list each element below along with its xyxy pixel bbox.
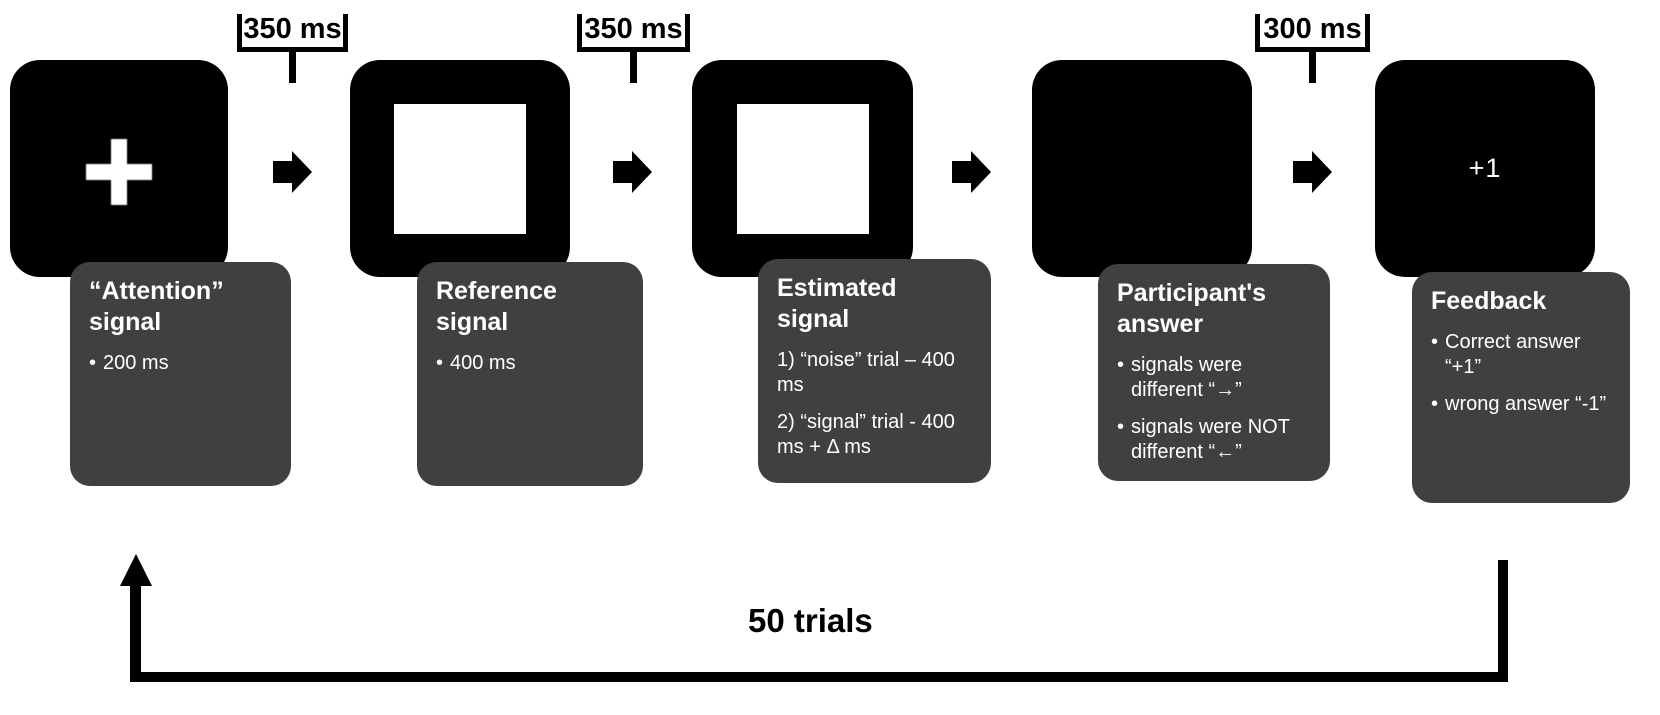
callout-item: • 200 ms xyxy=(89,351,277,376)
bracket-stem xyxy=(630,52,637,83)
next-arrow-icon xyxy=(1293,151,1332,193)
callout-item-text: signals were different “→” xyxy=(1131,354,1243,401)
screen-attention-signal xyxy=(10,60,228,277)
bracket-stem xyxy=(1309,52,1316,83)
callout-item-text: 400 ms xyxy=(450,352,516,374)
white-square-stimulus xyxy=(394,103,526,234)
duration-bracket-3: 300 ms xyxy=(1255,12,1370,83)
repeat-loop-right-segment xyxy=(1498,560,1508,678)
next-arrow-icon xyxy=(613,151,652,193)
callout-item: • wrong answer “-1” xyxy=(1431,392,1616,417)
repeat-loop-arrowhead-icon xyxy=(120,554,152,586)
screen-estimated-signal xyxy=(692,60,913,277)
callout-item-text: signals were NOT different “←” xyxy=(1131,416,1290,463)
fixation-cross-icon xyxy=(86,138,152,205)
callout-estimated-signal: Estimated signal 1) “noise” trial – 400 … xyxy=(758,259,991,483)
bullet-marker: • xyxy=(1431,331,1439,353)
next-arrow-icon xyxy=(273,151,312,193)
callout-item: • signals were different “→” xyxy=(1117,353,1316,403)
callout-item-text: 200 ms xyxy=(103,352,169,374)
bracket-stem xyxy=(289,52,296,83)
callout-title: Participant's answer xyxy=(1117,279,1267,338)
screen-reference-signal xyxy=(350,60,570,277)
callout-reference-signal: Reference signal • 400 ms xyxy=(417,262,643,486)
callout-feedback: Feedback • Correct answer “+1” • wrong a… xyxy=(1412,272,1630,503)
callout-item: 1) “noise” trial – 400 ms xyxy=(777,348,977,398)
bullet-marker: • xyxy=(1431,393,1439,415)
callout-item: • Correct answer “+1” xyxy=(1431,330,1616,380)
callout-item: • 400 ms xyxy=(436,351,629,376)
callout-item-text: Correct answer “+1” xyxy=(1445,331,1581,378)
callout-participant-answer: Participant's answer • signals were diff… xyxy=(1098,264,1330,481)
bullet-marker: • xyxy=(436,352,444,374)
callout-title: “Attention” signal xyxy=(89,277,224,336)
callout-title: Feedback xyxy=(1431,287,1547,315)
callout-attention-signal: “Attention” signal • 200 ms xyxy=(70,262,291,486)
bullet-marker: • xyxy=(89,352,97,374)
bullet-marker: • xyxy=(1117,354,1125,376)
callout-item: • signals were NOT different “←” xyxy=(1117,415,1316,465)
callout-item-text: 2) “signal” trial - 400 ms + Δ ms xyxy=(777,411,955,458)
screen-participant-answer xyxy=(1032,60,1252,277)
callout-item-text: wrong answer “-1” xyxy=(1445,393,1607,415)
callout-item-text: 1) “noise” trial – 400 ms xyxy=(777,349,955,396)
callout-title: Estimated signal xyxy=(777,274,897,333)
duration-bracket-1: 350 ms xyxy=(237,12,348,83)
duration-label: 350 ms xyxy=(584,12,683,45)
duration-label: 350 ms xyxy=(243,12,342,45)
bullet-marker: • xyxy=(1117,416,1125,438)
white-square-stimulus xyxy=(736,103,869,234)
callout-item: 2) “signal” trial - 400 ms + Δ ms xyxy=(777,410,977,460)
screen-feedback: +1 xyxy=(1375,60,1595,277)
next-arrow-icon xyxy=(952,151,991,193)
feedback-score-text: +1 xyxy=(1468,153,1502,183)
repeat-loop-bottom-segment xyxy=(130,672,1508,682)
callout-title: Reference signal xyxy=(436,277,557,336)
duration-bracket-2: 350 ms xyxy=(577,12,690,83)
trial-count-label: 50 trials xyxy=(748,602,873,639)
duration-label: 300 ms xyxy=(1263,12,1362,45)
repeat-loop-left-segment xyxy=(130,584,141,676)
